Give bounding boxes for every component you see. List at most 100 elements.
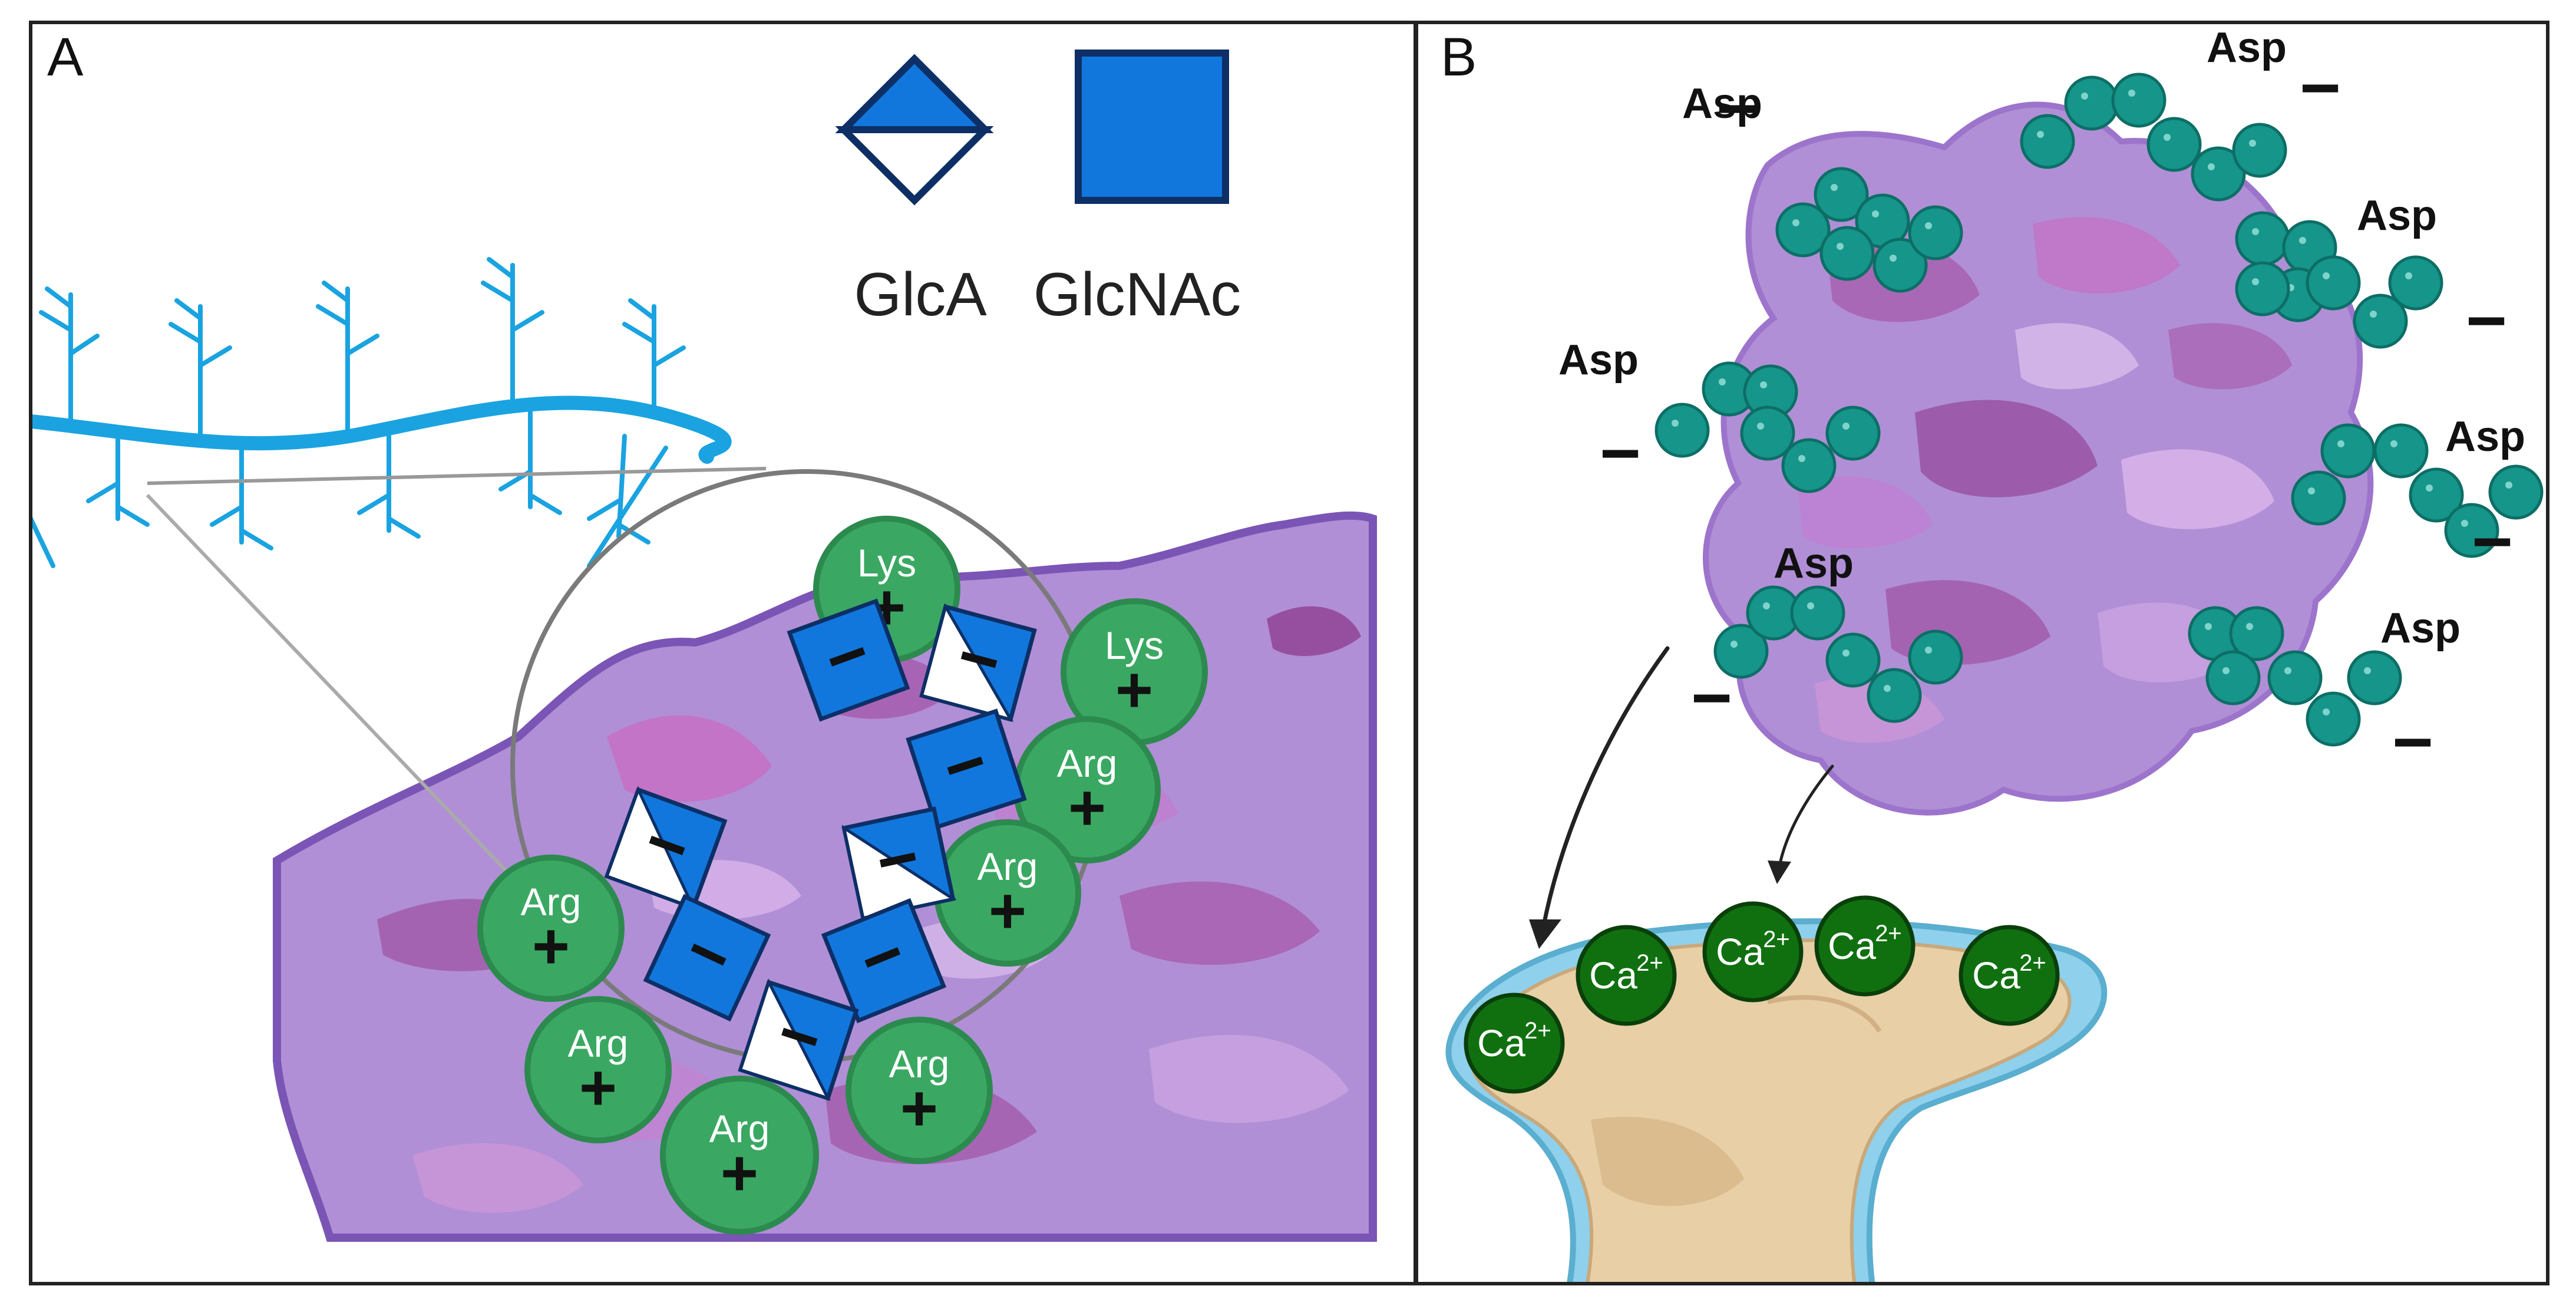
aspartate-bead (2388, 255, 2443, 311)
bead-highlight (1837, 243, 1844, 250)
residue-arg: Arg+ (660, 1076, 819, 1235)
glycosaminoglycan-chain (31, 257, 732, 568)
bead-highlight (1925, 222, 1932, 229)
calcium-ion: Ca2+ (1464, 993, 1565, 1094)
bead-highlight (2081, 93, 2088, 100)
residue-label: Arg (977, 845, 1038, 888)
calcium-symbol: Ca (1828, 925, 1876, 967)
residue-label: Arg (889, 1042, 950, 1086)
calcium-ions: Ca2+Ca2+Ca2+Ca2+Ca2+ (1464, 895, 2060, 1094)
aspartate-bead (2444, 503, 2499, 558)
residue-arg: Arg+ (934, 819, 1081, 967)
negative-charge-icon: − (1600, 414, 1641, 493)
aspartate-bead (2232, 123, 2287, 178)
residue-label: Lys (1105, 624, 1164, 667)
aspartate-bead (2320, 423, 2376, 479)
glcnac-legend-symbol (1075, 50, 1229, 204)
bead-highlight (2505, 482, 2512, 489)
bone-surface (1445, 918, 2108, 1284)
glcnac-unit: − (787, 598, 910, 722)
asp-cluster: Asp− (2291, 413, 2544, 581)
glca-legend-symbol (835, 54, 994, 206)
aspartate-bead (2111, 72, 2167, 128)
bead-highlight (2461, 520, 2468, 527)
aspartate-bead (2267, 650, 2323, 705)
calcium-charge: 2+ (1524, 1018, 1551, 1044)
panel-letter-b: B (1441, 27, 1477, 87)
aspartate-bead (1825, 632, 1881, 688)
aspartate-bead (1908, 205, 1963, 261)
bead-highlight (2323, 272, 2330, 279)
asp-label: Asp (2380, 605, 2461, 652)
aspartate-bead (2353, 294, 2408, 349)
positive-charge-icon: + (1068, 771, 1106, 844)
glca-unit: − (738, 978, 859, 1101)
panel-b-frame (1415, 21, 2549, 1285)
bead-highlight (2299, 237, 2306, 244)
negative-charge-icon: − (1716, 69, 1758, 148)
asp-cluster: Asp− (2188, 605, 2461, 782)
aspartate-bead (2020, 114, 2075, 169)
aspartate-bead (2306, 691, 2361, 747)
bead-highlight (1760, 381, 1767, 388)
asp-label: Asp (2207, 24, 2287, 71)
asp-label: Asp (1558, 337, 1639, 384)
aspartate-bead (1872, 238, 1928, 293)
negative-charge-icon: − (2472, 502, 2513, 581)
calcium-charge: 2+ (1763, 926, 1790, 952)
residue-arg: Arg+ (1013, 716, 1161, 863)
bead-highlight (2205, 623, 2212, 630)
aspartate-bead (2488, 464, 2544, 520)
positive-charge-icon: + (989, 875, 1026, 947)
glcnac-unit: − (643, 893, 771, 1022)
glca-legend-label: GlcA (854, 261, 987, 329)
positive-charge-icon: + (721, 1137, 758, 1209)
bead-highlight (1831, 184, 1838, 191)
aspartate-bead (2191, 146, 2246, 202)
negative-charge-icon: − (2466, 281, 2507, 360)
bead-highlight (2308, 487, 2315, 494)
aspartate-bead (1713, 624, 1769, 679)
residue-arg: Arg+ (846, 1017, 993, 1164)
positive-charge-icon: + (900, 1072, 938, 1145)
residue-label: Lys (857, 541, 916, 585)
aspartate-bead (2235, 261, 2290, 316)
panel-letter-a: A (47, 27, 84, 87)
aspartate-bead (2291, 470, 2346, 526)
calcium-ion: Ca2+ (1702, 901, 1804, 1003)
calcium-charge: 2+ (1875, 921, 1902, 947)
aspartate-bead (1867, 668, 1922, 723)
asp-cluster: Asp− (2235, 192, 2507, 360)
residue-label: Arg (521, 880, 582, 924)
bead-highlight (1798, 455, 1805, 462)
bead-highlight (1890, 255, 1897, 262)
aspartate-bead (2205, 650, 2261, 705)
bead-highlight (1730, 641, 1738, 648)
bead-highlight (1792, 219, 1799, 226)
residue-lys: Lys+ (1061, 598, 1208, 746)
bead-highlight (2208, 163, 2215, 170)
calcium-symbol: Ca (1972, 954, 2020, 997)
bead-highlight (2426, 484, 2433, 492)
aspartate-bead (2306, 255, 2361, 311)
residue-label: Arg (1057, 741, 1118, 785)
legend: GlcA GlcNAc (835, 50, 1241, 329)
bead-highlight (2164, 134, 2171, 141)
aspartate-bead (2347, 650, 2402, 705)
residue-arg: Arg+ (524, 996, 672, 1143)
aspartate-bead (1740, 405, 1795, 461)
bead-highlight (2252, 228, 2259, 235)
glca-unit: − (604, 786, 728, 911)
glcnac-legend-label: GlcNAc (1033, 261, 1241, 329)
aspartate-bead (1908, 629, 1963, 685)
bead-highlight (1842, 423, 1850, 430)
bead-highlight (2405, 272, 2412, 279)
bead-highlight (2246, 623, 2253, 630)
glcnac-unit: − (906, 708, 1027, 830)
bead-highlight (1842, 649, 1850, 657)
aspartate-bead (2146, 117, 2202, 172)
bead-highlight (1757, 423, 1764, 430)
bead-highlight (1925, 647, 1932, 654)
bead-highlight (1884, 685, 1891, 692)
